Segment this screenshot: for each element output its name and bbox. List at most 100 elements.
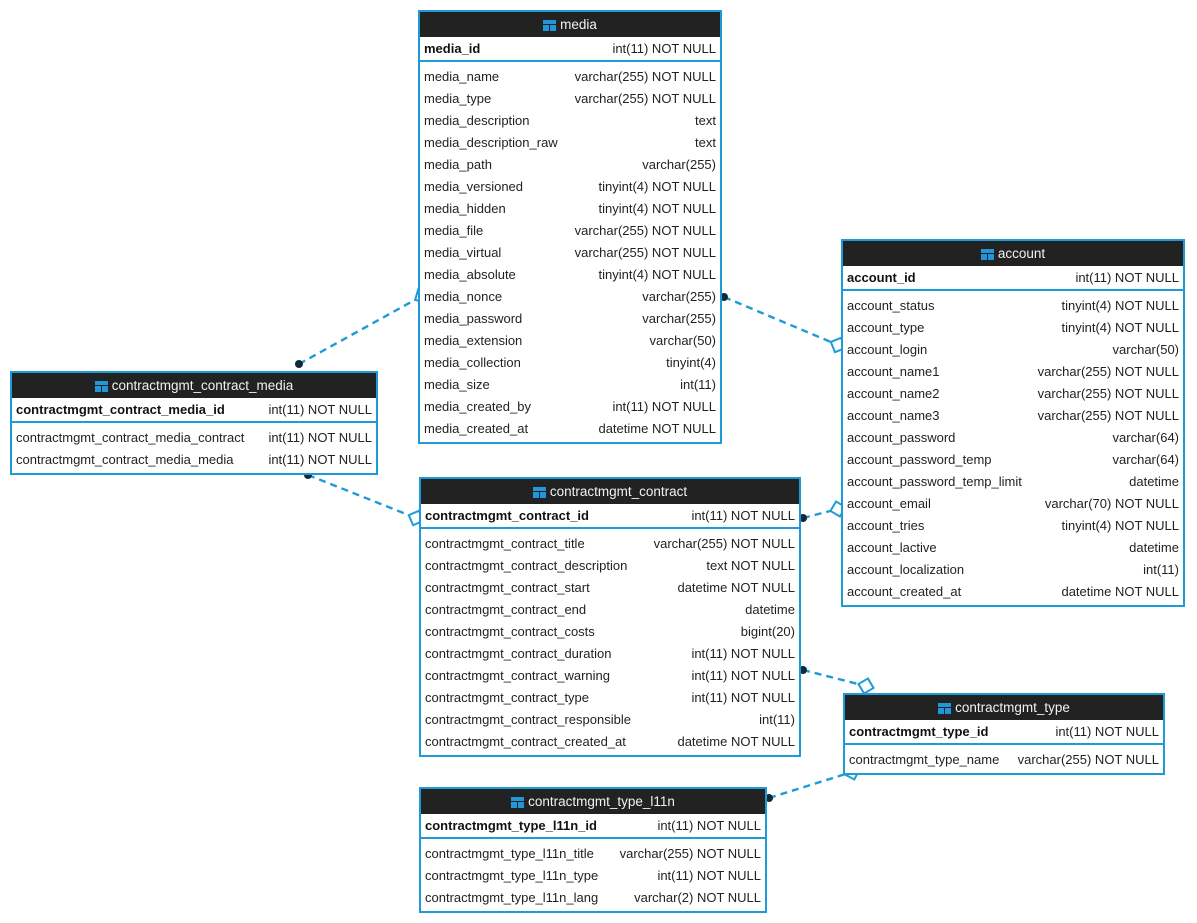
field-name: account_tries xyxy=(847,517,925,533)
relation-line xyxy=(802,668,859,686)
entity-header-contractmgmt_type: contractmgmt_type xyxy=(845,695,1163,720)
field-type: datetime NOT NULL xyxy=(1061,583,1179,599)
field-name: media_virtual xyxy=(424,244,502,260)
field-type: varchar(255) NOT NULL xyxy=(574,68,716,84)
field-type: varchar(255) NOT NULL xyxy=(574,244,716,260)
field-name: media_type xyxy=(424,90,492,106)
field-name: media_absolute xyxy=(424,266,516,282)
field-row[interactable]: media_virtual varchar(255) NOT NULL xyxy=(424,241,716,263)
field-type: int(11) xyxy=(680,376,716,392)
field-type: varchar(255) NOT NULL xyxy=(574,90,716,106)
field-type: varchar(255) NOT NULL xyxy=(1037,407,1179,423)
table-icon xyxy=(94,381,108,392)
field-name: account_email xyxy=(847,495,931,511)
field-name: media_created_by xyxy=(424,398,531,414)
field-type: int(11) NOT NULL xyxy=(612,41,716,56)
field-name: contractmgmt_contract_created_at xyxy=(425,733,626,749)
field-name: contractmgmt_contract_id xyxy=(425,508,589,523)
field-type: int(11) NOT NULL xyxy=(691,645,795,661)
field-type: varchar(255) xyxy=(642,288,716,304)
field-list: contractmgmt_contract_title varchar(255) … xyxy=(421,529,799,755)
field-row[interactable]: contractmgmt_type_l11n_lang varchar(2) NO… xyxy=(425,886,761,908)
field-type: tinyint(4) NOT NULL xyxy=(1061,319,1179,335)
field-row[interactable]: contractmgmt_contract_title varchar(255) … xyxy=(425,532,795,554)
field-name: contractmgmt_contract_title xyxy=(425,535,585,551)
entity-header-account: account xyxy=(843,241,1183,266)
field-name: contractmgmt_contract_media_contract xyxy=(16,429,245,445)
field-name: account_name1 xyxy=(847,363,940,379)
field-type: bigint(20) xyxy=(740,623,795,639)
field-name: contractmgmt_contract_type xyxy=(425,689,590,705)
field-type: varchar(255) NOT NULL xyxy=(653,535,795,551)
field-row[interactable]: media_type varchar(255) NOT NULL xyxy=(424,87,716,109)
relation-rel-contract-media-to-media xyxy=(295,287,431,368)
field-type: text NOT NULL xyxy=(706,557,795,573)
field-name: contractmgmt_type_l11n_lang xyxy=(425,889,599,905)
field-type: varchar(255) NOT NULL xyxy=(619,845,761,861)
entity-header-contractmgmt_type_l11n: contractmgmt_type_l11n xyxy=(421,789,765,814)
relation-line xyxy=(768,773,845,800)
field-type: varchar(2) NOT NULL xyxy=(634,889,761,905)
field-type: datetime xyxy=(1129,539,1179,555)
field-row[interactable]: account_name3 varchar(255) NOT NULL xyxy=(847,404,1179,426)
field-name: account_name3 xyxy=(847,407,940,423)
field-type: text xyxy=(695,134,716,150)
